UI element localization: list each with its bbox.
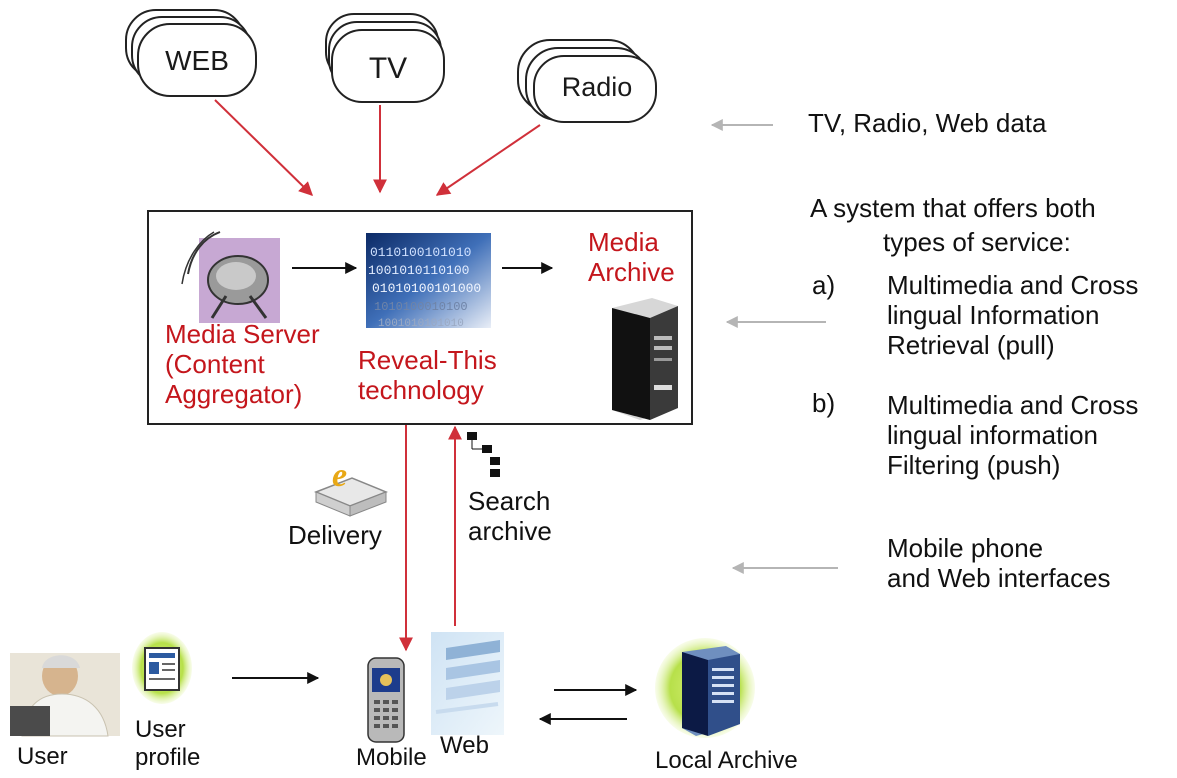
svg-text:1001010110100: 1001010110100 — [368, 263, 469, 278]
svg-text:01010100101000: 01010100101000 — [372, 281, 481, 296]
radio-to-system-arrow — [435, 124, 541, 196]
reveal-this-label: Reveal-This technology — [358, 345, 497, 406]
svg-text:1010100010100: 1010100010100 — [374, 300, 468, 314]
interfaces-line: Mobile phone — [887, 533, 1044, 563]
web-label: Web — [440, 732, 489, 759]
media-server-line: (Content — [165, 348, 265, 379]
system-intro-line-2: types of service: — [883, 227, 1071, 257]
radio-source-label: Radio — [562, 72, 633, 102]
interfaces-note: Mobile phone and Web interfaces — [887, 533, 1111, 594]
search-archive-label: Search archive — [468, 486, 552, 547]
server-tower-icon — [612, 298, 678, 420]
email-envelope-icon: e — [313, 457, 389, 517]
web-source-bubble — [125, 9, 257, 97]
binary-data-image: 0110100101010 1001010110100 010101001010… — [366, 233, 491, 330]
svg-text:0110100101010: 0110100101010 — [370, 245, 471, 260]
media-archive-line: Archive — [588, 256, 675, 287]
service-b-line: Multimedia and Cross — [887, 390, 1139, 420]
local-archive-server-icon — [655, 638, 755, 738]
service-a-line: Retrieval (pull) — [887, 329, 1055, 360]
local-archive-label: Local Archive — [655, 747, 798, 774]
user-photo — [10, 653, 120, 737]
svg-text:1001010101010: 1001010101010 — [378, 318, 464, 330]
web-source-label: WEB — [165, 45, 229, 76]
search-archive-line: Search — [468, 486, 551, 516]
web-to-system-arrow — [214, 99, 314, 196]
mobile-phone-icon — [367, 657, 405, 743]
service-a-marker: a) — [812, 270, 836, 300]
user-profile-line: User — [135, 716, 186, 743]
service-b-line: Filtering (push) — [887, 449, 1061, 480]
user-label: User — [17, 743, 68, 770]
satellite-dish-icon — [181, 231, 280, 323]
tv-source-label: TV — [369, 52, 407, 85]
reveal-this-line: technology — [358, 374, 484, 405]
media-archive-label: Media Archive — [588, 227, 675, 288]
media-server-line: Media Server — [165, 319, 320, 349]
user-profile-line: profile — [135, 743, 201, 771]
svg-text:e: e — [332, 457, 347, 494]
tv-source-bubble — [325, 13, 445, 103]
radio-source-bubble — [517, 39, 657, 123]
user-profile-icon — [132, 632, 192, 704]
media-server-line: Aggregator) — [165, 378, 303, 409]
service-b-line: lingual information — [887, 419, 1099, 450]
user-profile-label: User profile — [135, 716, 200, 771]
service-b-text: Multimedia and Cross lingual information… — [887, 390, 1139, 481]
service-a-text: Multimedia and Cross lingual Information… — [887, 270, 1139, 361]
folder-tree-icon — [467, 432, 500, 477]
service-b-marker: b) — [812, 388, 836, 418]
mobile-label: Mobile — [356, 744, 427, 771]
search-archive-line: archive — [468, 515, 552, 546]
media-archive-line: Media — [588, 227, 659, 257]
service-a-line: Multimedia and Cross — [887, 270, 1139, 300]
system-intro-line-1: A system that offers both — [810, 193, 1096, 223]
sources-note: TV, Radio, Web data — [808, 108, 1047, 138]
service-a-line: lingual Information — [887, 299, 1100, 330]
reveal-this-line: Reveal-This — [358, 345, 497, 375]
delivery-label: Delivery — [288, 520, 382, 550]
media-server-label: Media Server (Content Aggregator) — [165, 319, 320, 410]
web-page-image — [431, 632, 504, 735]
interfaces-line: and Web interfaces — [887, 562, 1111, 593]
